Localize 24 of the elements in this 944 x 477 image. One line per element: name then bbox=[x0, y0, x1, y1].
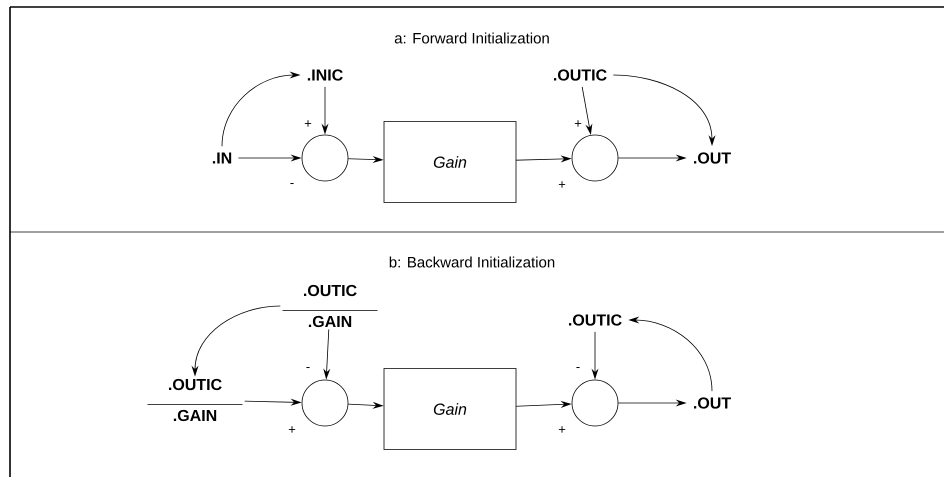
signal-label: .OUTIC bbox=[568, 314, 622, 326]
sign-label: - bbox=[290, 183, 294, 184]
gain-block: Gain bbox=[384, 121, 516, 203]
signal-label: .OUT bbox=[694, 397, 731, 409]
summing-junction bbox=[572, 380, 618, 426]
gain-block: Gain bbox=[384, 368, 516, 450]
signal-label: .OUT bbox=[694, 152, 731, 164]
panel-title: a: Forward Initialization bbox=[394, 32, 549, 44]
sign-label: - bbox=[306, 367, 310, 368]
summing-junction bbox=[302, 380, 348, 426]
sign-label: + bbox=[304, 120, 312, 127]
fraction-label: .OUTIC .GAIN bbox=[282, 284, 378, 328]
signal-label: .IN bbox=[212, 152, 232, 164]
summing-junction bbox=[302, 134, 348, 182]
signal-label: .INIC bbox=[308, 69, 343, 81]
fraction-label: .OUTIC .GAIN bbox=[147, 378, 243, 422]
sign-label: + bbox=[558, 426, 566, 433]
summing-junction bbox=[572, 134, 618, 182]
sign-label: + bbox=[558, 181, 566, 188]
panel-title: b: Backward Initialization bbox=[390, 256, 554, 268]
sign-label: + bbox=[288, 426, 296, 433]
sign-label: - bbox=[576, 367, 580, 368]
sign-label: + bbox=[574, 120, 582, 127]
signal-label: .OUTIC bbox=[554, 69, 607, 81]
